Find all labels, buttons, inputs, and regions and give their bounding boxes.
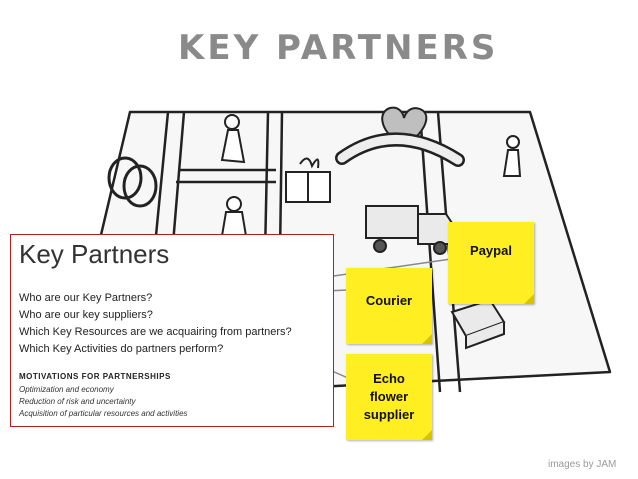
question-item: Which Key Resources are we acquairing fr… xyxy=(19,326,292,338)
sticky-note-echo-flower-supplier: Echo flower supplier xyxy=(346,354,432,440)
person-icon xyxy=(502,135,522,177)
truck-icon xyxy=(365,205,459,255)
key-partners-panel: Key Partners Who are our Key Partners? W… xyxy=(10,234,334,427)
motivation-item: Acquisition of particular resources and … xyxy=(19,409,188,418)
person-icon xyxy=(220,114,246,164)
sticky-note-paypal: Paypal xyxy=(448,222,534,304)
panel-heading: Key Partners xyxy=(19,239,170,269)
question-item: Which Key Activities do partners perform… xyxy=(19,343,224,355)
rings-icon xyxy=(107,156,158,208)
sticky-note-label: Courier xyxy=(365,292,413,308)
box-icon xyxy=(450,298,506,350)
page-title: KEY PARTNERS xyxy=(178,28,499,68)
gift-icon xyxy=(285,157,331,203)
motivations-heading: MOTIVATIONS FOR PARTNERSHIPS xyxy=(19,372,171,381)
sticky-note-label: Echo flower supplier xyxy=(363,371,415,422)
question-item: Who are our key suppliers? xyxy=(19,309,153,321)
motivation-item: Reduction of risk and uncertainty xyxy=(19,397,136,406)
sticky-note-courier: Courier xyxy=(346,268,432,344)
question-item: Who are our Key Partners? xyxy=(19,292,153,304)
sticky-note-label: Paypal xyxy=(470,242,512,258)
image-credit: images by JAM xyxy=(548,459,617,470)
motivation-item: Optimization and economy xyxy=(19,385,114,394)
